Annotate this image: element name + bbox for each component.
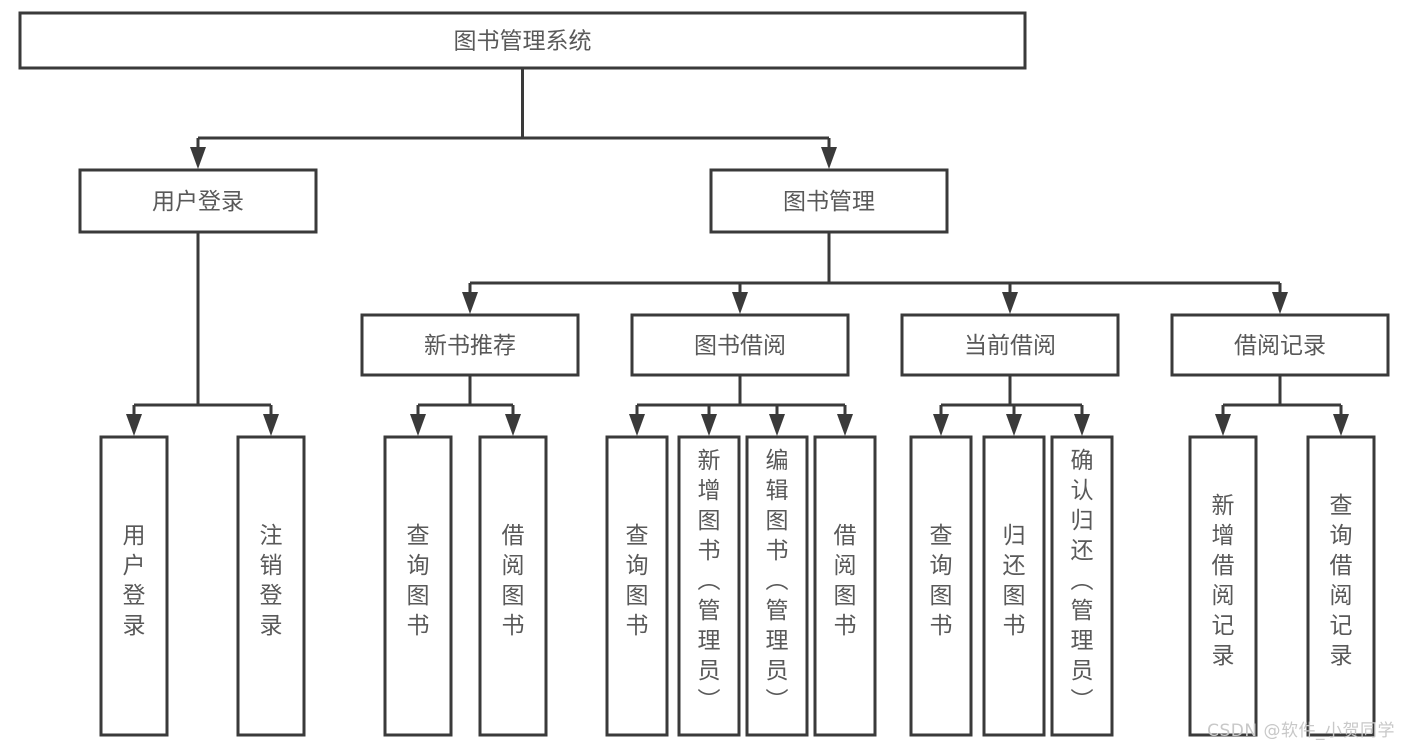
arrow-head-icon (505, 414, 521, 436)
node-box[interactable] (99, 435, 169, 737)
node-label: 编辑图书︵管理员︶ (766, 448, 789, 714)
node-label: 图书管理系统 (454, 29, 592, 55)
node-box[interactable] (18, 11, 1027, 70)
node-label: 图书管理 (783, 189, 875, 215)
node-box[interactable] (605, 435, 669, 737)
node-label: 用户登录 (152, 189, 244, 215)
node-leaf-borrow-book-2[interactable]: 借阅图书 (813, 435, 877, 737)
node-box[interactable] (900, 313, 1120, 377)
watermark: CSDN @软件_小贺同学 (1207, 721, 1395, 741)
node-current-borrow[interactable]: 当前借阅 (900, 313, 1120, 377)
node-label: 查询借阅记录 (1330, 493, 1353, 669)
node-box[interactable] (383, 435, 453, 737)
node-book-manage[interactable]: 图书管理 (709, 168, 949, 234)
node-leaf-return-book[interactable]: 归还图书 (982, 435, 1046, 737)
node-leaf-query-book-2[interactable]: 查询图书 (605, 435, 669, 737)
node-leaf-borrow-book-1[interactable]: 借阅图书 (478, 435, 548, 737)
arrow-head-icon (462, 292, 478, 314)
node-label: 注销登录 (260, 523, 283, 639)
arrow-head-icon (1215, 414, 1231, 436)
nodes-layer: 图书管理系统用户登录图书管理新书推荐图书借阅当前借阅借阅记录用户登录注销登录查询… (18, 11, 1390, 737)
node-leaf-query-book-3[interactable]: 查询图书 (909, 435, 973, 737)
node-box[interactable] (709, 168, 949, 234)
node-box[interactable] (1306, 435, 1376, 737)
node-label: 查询图书 (930, 523, 953, 639)
arrow-head-icon (769, 414, 785, 436)
node-box[interactable] (360, 313, 580, 377)
node-label: 查询图书 (626, 523, 649, 639)
arrow-head-icon (410, 414, 426, 436)
node-box[interactable] (982, 435, 1046, 737)
node-label: 借阅记录 (1234, 333, 1326, 359)
arrow-head-icon (190, 147, 206, 169)
node-label: 借阅图书 (834, 523, 857, 639)
node-box[interactable] (745, 435, 809, 737)
arrow-head-icon (629, 414, 645, 436)
arrow-head-icon (732, 292, 748, 314)
node-label: 归还图书 (1003, 523, 1026, 639)
arrow-head-icon (821, 147, 837, 169)
node-box[interactable] (1188, 435, 1258, 737)
node-leaf-add-book[interactable]: 新增图书︵管理员︶ (677, 435, 741, 737)
node-label: 图书借阅 (694, 333, 786, 359)
node-leaf-logout[interactable]: 注销登录 (236, 435, 306, 737)
node-box[interactable] (630, 313, 850, 377)
node-box[interactable] (478, 435, 548, 737)
arrow-head-icon (701, 414, 717, 436)
arrow-head-icon (1074, 414, 1090, 436)
node-borrow-record[interactable]: 借阅记录 (1170, 313, 1390, 377)
node-leaf-edit-book[interactable]: 编辑图书︵管理员︶ (745, 435, 809, 737)
node-label: 新增图书︵管理员︶ (698, 448, 721, 714)
node-leaf-query-book-1[interactable]: 查询图书 (383, 435, 453, 737)
arrow-head-icon (837, 414, 853, 436)
node-box[interactable] (78, 168, 318, 234)
node-box[interactable] (677, 435, 741, 737)
arrow-head-icon (1006, 414, 1022, 436)
node-label: 当前借阅 (964, 333, 1056, 359)
arrow-head-icon (1333, 414, 1349, 436)
node-leaf-add-record[interactable]: 新增借阅记录 (1188, 435, 1258, 737)
node-box[interactable] (909, 435, 973, 737)
arrow-head-icon (263, 414, 279, 436)
node-user-login[interactable]: 用户登录 (78, 168, 318, 234)
node-leaf-user-login[interactable]: 用户登录 (99, 435, 169, 737)
arrow-head-icon (1272, 292, 1288, 314)
node-label: 新书推荐 (424, 333, 516, 359)
node-leaf-query-record[interactable]: 查询借阅记录 (1306, 435, 1376, 737)
node-label: 借阅图书 (502, 523, 525, 639)
edges-layer (126, 68, 1349, 436)
node-label: 查询图书 (407, 523, 430, 639)
node-book-borrow[interactable]: 图书借阅 (630, 313, 850, 377)
arrow-head-icon (126, 414, 142, 436)
node-new-book-rec[interactable]: 新书推荐 (360, 313, 580, 377)
node-label: 用户登录 (123, 523, 146, 639)
node-root[interactable]: 图书管理系统 (18, 11, 1027, 70)
node-label: 新增借阅记录 (1212, 493, 1235, 669)
arrow-head-icon (933, 414, 949, 436)
node-box[interactable] (236, 435, 306, 737)
node-box[interactable] (813, 435, 877, 737)
node-label: 确认归还︵管理员︶ (1071, 448, 1094, 714)
node-leaf-confirm-return[interactable]: 确认归还︵管理员︶ (1050, 435, 1114, 737)
arrow-head-icon (1002, 292, 1018, 314)
node-box[interactable] (1050, 435, 1114, 737)
node-box[interactable] (1170, 313, 1390, 377)
